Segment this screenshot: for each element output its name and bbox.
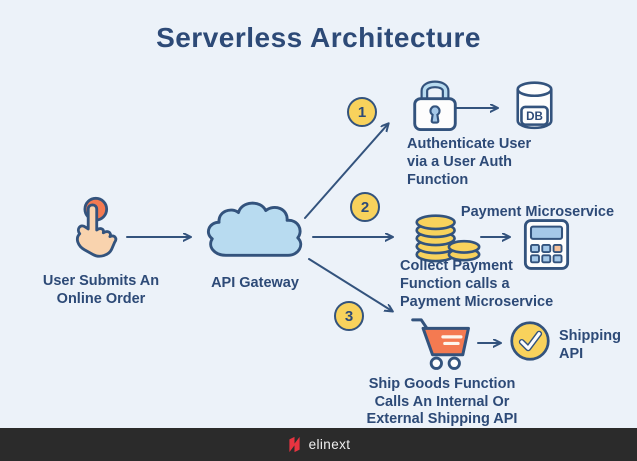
auth-caption-line: via a User Auth (407, 154, 513, 170)
payment-caption: Collect Payment Function calls a Payment… (400, 257, 580, 311)
db-label: DB (526, 110, 543, 123)
payment-service-label: Payment Microservice (450, 203, 625, 221)
step-number: 2 (360, 198, 370, 216)
database-icon: DB (516, 81, 553, 130)
payment-caption-line: Collect Payment (400, 258, 513, 274)
auth-caption-line: Function (407, 172, 469, 188)
payment-caption-line: Payment Microservice (400, 294, 554, 310)
shipping-api-label-line: API (559, 346, 584, 362)
cloud-icon (206, 201, 303, 257)
shipping-caption-line: Ship Goods Function (368, 376, 516, 392)
step-badge-1: 1 (347, 97, 377, 127)
shipping-api-label: Shipping API (559, 327, 634, 363)
shipping-caption-line: Calls An Internal Or (374, 393, 510, 410)
shipping-caption: Ship Goods Function Calls An Internal Or… (352, 376, 532, 429)
tap-hand-icon (75, 196, 118, 258)
payment-caption-line: Function calls a (400, 276, 510, 292)
arrow-gateway-to-auth (304, 124, 388, 219)
elinext-logo-icon (288, 436, 300, 453)
gateway-caption: API Gateway (175, 274, 335, 292)
shipping-api-label-line: Shipping (559, 328, 622, 344)
calculator-icon (523, 219, 570, 270)
footer-bar: elinext (0, 428, 637, 461)
coins-icon (415, 214, 481, 263)
user-caption-line: Online Order (56, 291, 146, 307)
lock-icon (413, 80, 457, 131)
auth-caption: Authenticate User via a User Auth Functi… (407, 135, 577, 189)
step-number: 1 (357, 103, 367, 121)
check-circle-icon (510, 321, 550, 361)
arrow-gateway-to-shipping (308, 258, 392, 311)
auth-caption-line: Authenticate User (407, 136, 532, 152)
user-caption: User Submits An Online Order (10, 272, 192, 308)
step-badge-2: 2 (350, 192, 380, 222)
shipping-caption-line: External Shipping API (366, 411, 518, 427)
brand-name: elinext (308, 437, 351, 452)
user-caption-line: User Submits An (42, 273, 160, 289)
step-badge-3: 3 (334, 301, 364, 331)
gateway-caption-line: API Gateway (211, 275, 299, 291)
payment-service-label-text: Payment Microservice (460, 204, 615, 220)
step-number: 3 (344, 307, 354, 325)
page-title: Serverless Architecture (156, 22, 481, 53)
cart-icon (411, 318, 470, 370)
